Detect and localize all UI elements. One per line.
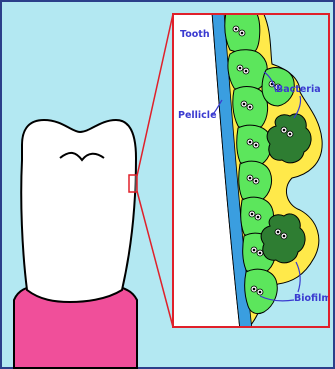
- magnified-inset: Tooth Pellicle Bacteria Biofilm: [173, 10, 331, 330]
- label-tooth: Tooth: [180, 29, 210, 40]
- label-pellicle: Pellicle: [178, 110, 217, 121]
- label-bacteria: Bacteria: [276, 84, 321, 95]
- label-biofilm: Biofilm: [294, 293, 331, 304]
- magnified-area-marker: [129, 175, 137, 192]
- tooth-crown: [21, 120, 136, 302]
